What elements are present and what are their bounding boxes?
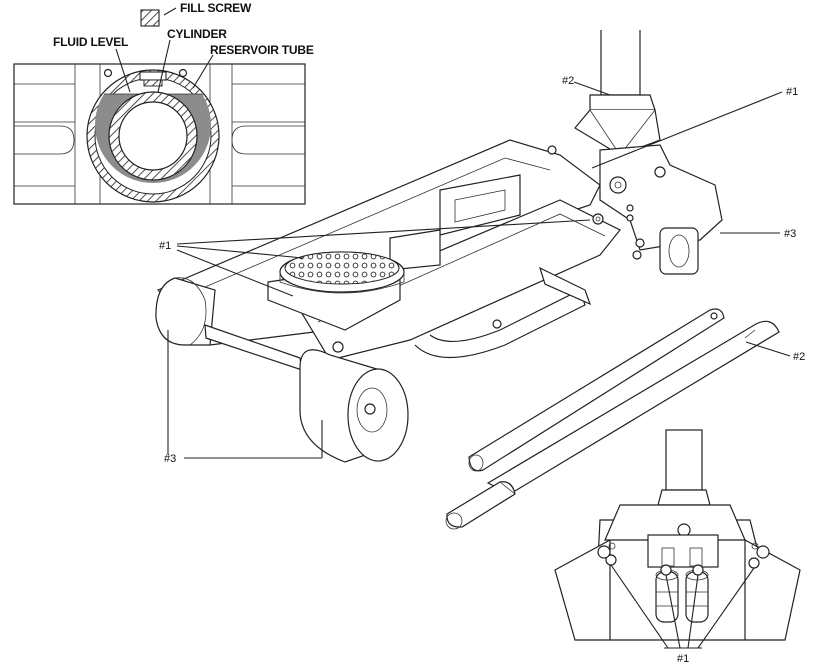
leader-saddle-1a — [176, 219, 591, 245]
reservoir-cross-section-inset: FILL SCREW FLUID LEVEL CYLINDER RESERVOI… — [13, 1, 314, 205]
fill-screw-leader — [163, 7, 177, 16]
rear-view-detail — [554, 429, 801, 649]
callout-top-2: #2 — [562, 75, 574, 87]
callout-top-right-1: #1 — [786, 86, 798, 98]
leader-top-2 — [573, 81, 611, 96]
leader-top-right-1 — [591, 91, 783, 169]
callout-bottom-1: #1 — [677, 653, 689, 665]
lift-saddle — [279, 251, 405, 294]
fill-screw-icon — [140, 9, 160, 27]
cylinder-label: CYLINDER — [167, 27, 227, 41]
front-right-wheel — [299, 349, 409, 463]
reservoir-tube-label: RESERVOIR TUBE — [210, 43, 314, 57]
grease-fitting-right-inner — [692, 564, 704, 576]
handle-upper-section — [468, 308, 725, 472]
leader-saddle-1b — [176, 245, 304, 259]
handle-lower-section — [445, 320, 780, 530]
fluid-level-label: FLUID LEVEL — [53, 35, 128, 49]
front-left-wheel — [155, 277, 216, 346]
rear-head-plate — [547, 144, 723, 275]
grease-fitting-left-inner — [660, 564, 672, 576]
reservoir-tube-leader — [192, 54, 214, 89]
callout-labels: #2 #1 #1 #3 #3 #2 #1 — [159, 75, 805, 665]
callout-saddle-1: #1 — [159, 240, 171, 252]
inset-left-screw-icon — [103, 68, 113, 78]
leader-handle-2 — [745, 341, 791, 357]
leader-saddle-1c — [176, 249, 294, 297]
fluid-level-leader — [115, 48, 131, 93]
callout-caster-3: #3 — [784, 228, 796, 240]
handle-socket — [414, 266, 592, 359]
callout-handle-2: #2 — [793, 351, 805, 363]
cylinder-bore — [118, 101, 188, 171]
rear-view-ram — [665, 429, 703, 491]
fill-screw-label: FILL SCREW — [180, 1, 252, 15]
floor-jack-main — [155, 30, 723, 463]
callout-leaders — [167, 81, 791, 459]
ram-cylinder — [574, 30, 661, 156]
inset-right-screw-icon — [178, 68, 188, 78]
callout-front-wheel-3: #3 — [164, 453, 176, 465]
handle-pieces — [445, 308, 780, 530]
rear-caster-wheel — [659, 227, 699, 275]
cylinder-leader — [157, 39, 171, 93]
grease-fitting-right-outer — [748, 557, 760, 569]
